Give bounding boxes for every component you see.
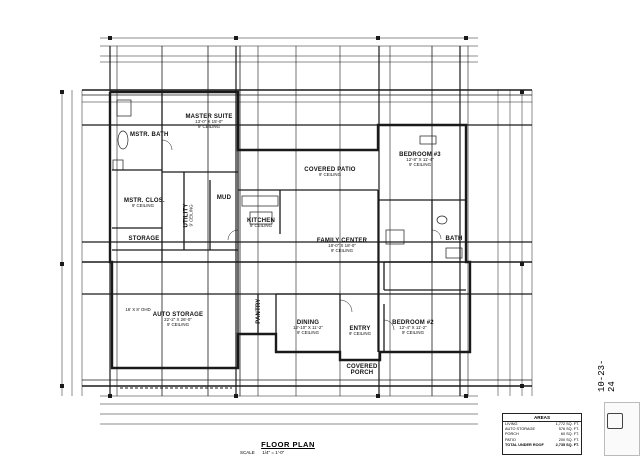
room-ceiling: 9' CEILING: [330, 247, 354, 253]
areas-row: LIVING 1,772 SQ. FT.: [503, 422, 581, 427]
room-label: MSTR. BATH: [130, 132, 169, 138]
room-ceiling: 9' CEILING: [188, 204, 194, 227]
area-label: LIVING: [505, 422, 518, 426]
room-family-center: FAMILY CENTER 18'-0" X 18'-0" 9' CEILING: [312, 238, 372, 254]
room-ceiling: 9' CEILING: [296, 329, 320, 335]
area-value: 200 SQ. FT.: [558, 437, 579, 442]
room-auto-storage: AUTO STORAGE 22'-2" X 26'-0" 9' CEILING: [146, 312, 210, 328]
designer-logo: [604, 402, 640, 456]
room-ceiling: 9' CEILING: [131, 203, 155, 209]
room-label: AUTO STORAGE: [152, 312, 204, 318]
dimension-ticks: [60, 36, 524, 398]
room-covered-porch: COVERED PORCH: [344, 364, 380, 377]
room-label: ENTRY: [349, 326, 371, 332]
logo-mark-icon: [607, 413, 623, 429]
garage-door-label: 16' X 8' OHD: [120, 307, 156, 313]
room-label: BEDROOM #2: [392, 320, 434, 326]
room-label: BEDROOM #3: [399, 152, 441, 158]
room-size: 12'-10" X 11'-2": [293, 325, 323, 331]
date-stamp: 10-23-24: [597, 359, 617, 392]
room-bedroom-2: BEDROOM #2 12'-4" X 11'-2" 9' CEILING: [388, 320, 438, 336]
room-label: STORAGE: [128, 236, 160, 242]
areas-row: AUTO STORAGE 576 SQ. FT.: [503, 427, 581, 432]
room-size: 13'-0" X 15'-0": [195, 119, 223, 125]
room-label: MUD: [216, 195, 232, 201]
area-label: TOTAL UNDER ROOF: [505, 442, 544, 447]
room-label: KITCHEN: [246, 218, 276, 224]
room-storage: STORAGE: [124, 236, 164, 242]
room-pantry: PANTRY: [256, 296, 262, 326]
area-value: 1,772 SQ. FT.: [555, 422, 579, 426]
room-ceiling: 9' CEILING: [401, 329, 425, 335]
areas-row: PORCH 60 SQ. FT.: [503, 432, 581, 437]
areas-table: AREAS LIVING 1,772 SQ. FT. AUTO STORAGE 57…: [502, 413, 582, 455]
scale-label: SCALE: [240, 450, 255, 455]
drawing-title: FLOOR PLAN: [261, 440, 315, 449]
room-ceiling: 9' CEILING: [408, 161, 432, 167]
area-label: PATIO: [505, 437, 516, 442]
exterior-walls: [108, 90, 472, 370]
room-ceiling: 9' CEILING: [166, 321, 190, 327]
area-value: 60 SQ. FT.: [560, 432, 579, 437]
areas-row: PATIO 200 SQ. FT.: [503, 438, 581, 443]
room-ceiling: 9' CEILING: [197, 123, 221, 129]
room-label: BATH: [445, 236, 463, 242]
room-bath: BATH: [442, 236, 466, 242]
room-mstr-bath: MSTR. BATH: [130, 132, 169, 138]
room-mud: MUD: [214, 195, 234, 201]
room-size: 18'-0" X 18'-0": [328, 243, 356, 249]
fixtures: [112, 99, 463, 259]
room-ceiling: 9' CEILING: [249, 223, 273, 229]
room-ceiling: 9' CEILING: [348, 331, 372, 337]
room-label: COVERED PORCH: [346, 364, 378, 377]
room-mstr-clos: MSTR. CLOS. 9' CEILING: [124, 198, 165, 209]
room-kitchen: KITCHEN 9' CEILING: [246, 218, 276, 229]
room-label: COVERED PATIO: [304, 167, 356, 173]
areas-heading: AREAS: [503, 414, 581, 422]
areas-row-total: TOTAL UNDER ROOF 2,735 SQ. FT.: [503, 443, 581, 448]
area-value: 2,735 SQ. FT.: [555, 442, 579, 447]
room-covered-patio: COVERED PATIO 9' CEILING: [300, 167, 360, 178]
room-size: 22'-2" X 26'-0": [164, 317, 192, 323]
room-label: MASTER SUITE: [185, 114, 233, 120]
room-label: PANTRY: [255, 298, 262, 324]
area-value: 576 SQ. FT.: [558, 427, 579, 432]
scale-row: SCALE 1/4" = 1'-0": [240, 450, 284, 455]
door-size: 16' X 8' OHD: [125, 307, 151, 312]
room-dining: DINING 12'-10" X 11'-2" 9' CEILING: [284, 320, 332, 336]
room-entry: ENTRY 9' CEILING: [344, 326, 376, 337]
room-label: DINING: [296, 320, 320, 326]
door-swings: [161, 139, 442, 331]
scale-value: 1/4" = 1'-0": [262, 450, 285, 455]
room-utility: UTILITY 9' CEILING: [184, 202, 195, 228]
room-size: 12'-4" X 11'-2": [399, 325, 427, 331]
interior-walls: [112, 92, 466, 352]
room-ceiling: 9' CEILING: [318, 172, 342, 178]
room-size: 12'-8" X 11'-4": [406, 157, 434, 163]
room-bedroom-3: BEDROOM #3 12'-8" X 11'-4" 9' CEILING: [392, 152, 448, 168]
area-label: AUTO STORAGE: [505, 427, 536, 432]
area-label: PORCH: [505, 432, 519, 437]
room-master-suite: MASTER SUITE 13'-0" X 15'-0" 9' CEILING: [184, 114, 234, 130]
room-label: MSTR. CLOS.: [124, 198, 165, 204]
room-label: FAMILY CENTER: [316, 238, 368, 244]
drawing-title-block: FLOOR PLAN: [228, 440, 348, 449]
